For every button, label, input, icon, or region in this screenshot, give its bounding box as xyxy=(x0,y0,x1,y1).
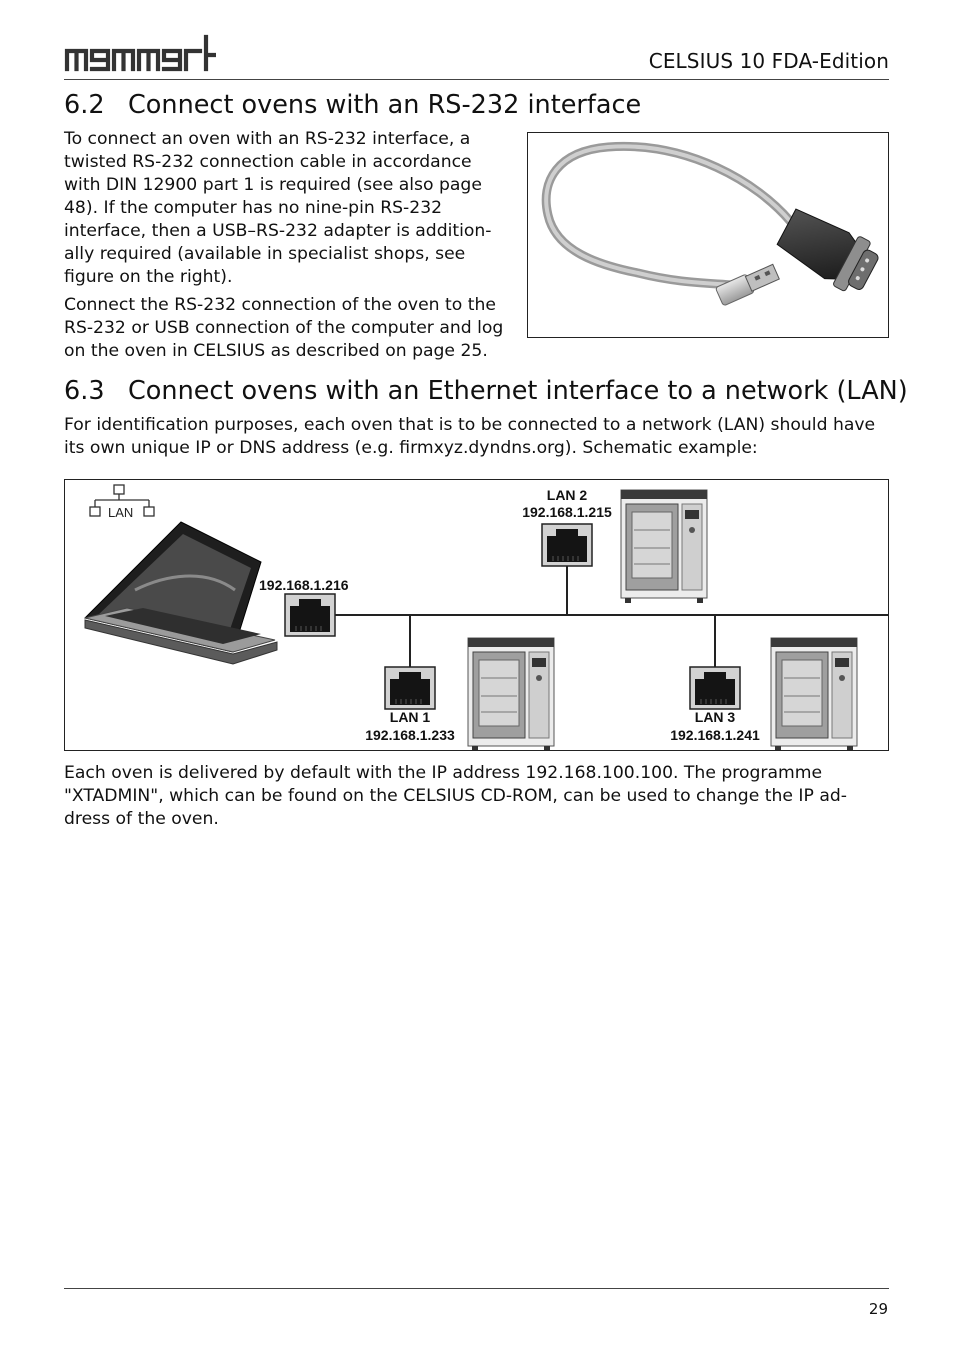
section-title: Connect ovens with an RS-232 interface xyxy=(128,90,642,120)
lan1-ip-label: 192.168.1.233 xyxy=(365,727,455,743)
text-line: on the oven in CELSIUS as described on p… xyxy=(64,341,488,361)
memmert-logo xyxy=(64,34,216,72)
computer-rj45-port-icon xyxy=(284,593,336,637)
section-number: 6.2 xyxy=(64,90,105,120)
text-line: For identification purposes, each oven t… xyxy=(64,415,876,435)
text-line: interface, then a USB–RS-232 adapter is … xyxy=(64,221,492,241)
lan-symbol-label: LAN xyxy=(108,505,133,520)
text-line: Each oven is delivered by default with t… xyxy=(64,763,823,783)
lan1-rj45-port-icon xyxy=(384,666,436,710)
text-line: with DIN 12900 part 1 is required (see a… xyxy=(64,175,482,195)
lan2-rj45-port-icon xyxy=(541,523,593,567)
lan2-name-label: LAN 2 xyxy=(547,487,588,503)
computer-ip-label: 192.168.1.216 xyxy=(259,577,349,593)
text-line: ally required (available in specialist s… xyxy=(64,244,466,264)
section-6-3-heading: 6.3 Connect ovens with an Ethernet interf… xyxy=(64,376,908,406)
page-number: 29 xyxy=(868,1300,888,1318)
lan3-rj45-port-icon xyxy=(689,666,741,710)
lan2-ip-label: 192.168.1.215 xyxy=(522,504,612,520)
section-title: Connect ovens with an Ethernet interface… xyxy=(128,376,908,406)
text-line: dress of the oven. xyxy=(64,809,219,829)
lan3-ip-label: 192.168.1.241 xyxy=(670,727,760,743)
text-line: "XTADMIN", which can be found on the CEL… xyxy=(64,786,847,806)
text-line: twisted RS-232 connection cable in accor… xyxy=(64,152,472,172)
document-title: CELSIUS 10 FDA-Edition xyxy=(648,49,889,73)
text-line: its own unique IP or DNS address (e.g. f… xyxy=(64,438,758,458)
rs232-paragraph-2: Connect the RS-232 connection of the ove… xyxy=(64,294,503,363)
header-rule xyxy=(64,79,889,80)
lan-symbol-icon xyxy=(89,484,155,517)
text-line: 48). If the computer has no nine-pin RS-… xyxy=(64,198,443,218)
lan-schematic: LAN 192.168.1.216 LAN 2 192.168.1.215 LA… xyxy=(84,484,888,750)
laptop-computer xyxy=(84,521,278,665)
usb-rs232-adapter-figure xyxy=(527,132,889,338)
section-number: 6.3 xyxy=(64,376,105,406)
text-line: RS-232 or USB connection of the computer… xyxy=(64,318,504,338)
lan1-oven-icon xyxy=(467,637,555,750)
usb-rs232-cable-illustration xyxy=(541,141,879,306)
text-line: Connect the RS-232 connection of the ove… xyxy=(64,295,496,315)
lan3-oven-icon xyxy=(770,637,858,750)
network-cables xyxy=(335,566,888,667)
lan2-oven-icon xyxy=(620,489,708,604)
text-line: figure on the right). xyxy=(64,267,233,287)
lan3-name-label: LAN 3 xyxy=(695,709,736,725)
lan-intro-paragraph: For identification purposes, each oven t… xyxy=(64,414,875,460)
lan1-name-label: LAN 1 xyxy=(390,709,431,725)
text-line: To connect an oven with an RS-232 interf… xyxy=(64,129,471,149)
section-6-2-heading: 6.2 Connect ovens with an RS-232 interfac… xyxy=(64,90,641,120)
lan-network-diagram: LAN 192.168.1.216 LAN 2 192.168.1.215 LA… xyxy=(64,479,889,751)
footer-rule xyxy=(64,1288,889,1289)
rs232-paragraph-1: To connect an oven with an RS-232 interf… xyxy=(64,128,492,289)
default-ip-paragraph: Each oven is delivered by default with t… xyxy=(64,762,847,831)
